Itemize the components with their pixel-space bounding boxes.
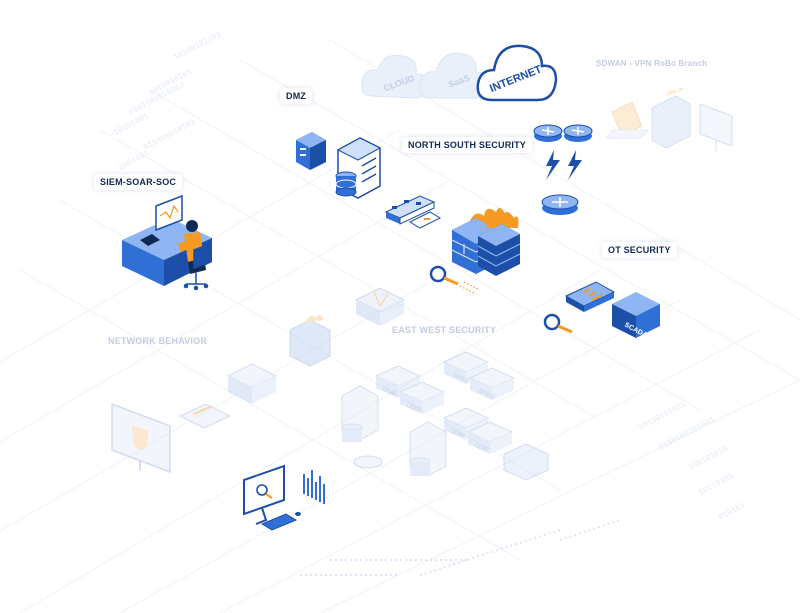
north-south-security-label: NORTH SOUTH SECURITY — [402, 137, 533, 153]
dotted-lines — [300, 519, 621, 576]
network-behavior-group — [111, 363, 278, 474]
svg-text:1001011: 1001011 — [117, 149, 151, 173]
east-west-gateway-icon — [354, 287, 406, 326]
leaf-label-1: LEAF — [381, 386, 397, 398]
router-icon-1 — [533, 124, 563, 142]
keyboard-icon — [260, 513, 298, 531]
database-icon — [335, 171, 357, 197]
soc-operator-desk — [122, 194, 212, 291]
dmz-label: DMZ — [280, 88, 313, 104]
leaf-switch-icon-2: LEAF — [398, 381, 446, 414]
router-icon-2 — [563, 124, 593, 142]
svg-text:011010010101: 011010010101 — [142, 118, 197, 153]
small-switch-icon — [408, 211, 442, 229]
internet-cloud-icon: INTERNET — [476, 44, 558, 102]
soc-monitor-icon — [155, 194, 183, 232]
ot-security-label: OT SECURITY — [602, 242, 677, 258]
branch-firewall-icon — [651, 87, 691, 149]
east-west-security-label: EAST WEST SECURITY — [392, 325, 497, 335]
datacenter-fabric: SPINE SPINE LEAF LEAF LEAF — [341, 351, 549, 481]
saas-cloud-icon: SaaS — [419, 52, 489, 99]
svg-text:10110101: 10110101 — [697, 472, 735, 498]
ot-magnifier-icon — [543, 313, 573, 334]
network-behavior-label: NETWORK BEHAVIOR — [108, 336, 208, 346]
bar-graph-icon — [303, 470, 325, 504]
leaf-switch-icon-3: LEAF — [442, 407, 490, 440]
binary-pattern-right: 10100101011 0110100101001 100101010 1011… — [637, 400, 747, 523]
core-router-icon — [541, 194, 579, 215]
leaf-label-2: LEAF — [405, 402, 421, 414]
firewall-icon — [451, 207, 521, 276]
datacenter-server-icon-1 — [341, 385, 379, 442]
appliance-icon — [226, 363, 278, 404]
shield-monitor-icon — [111, 402, 171, 474]
svg-text:0110100101001: 0110100101001 — [657, 415, 717, 452]
sdwan-branch-group — [604, 87, 733, 152]
svg-text:10100101101: 10100101101 — [172, 30, 223, 63]
micro-firewall-icon — [289, 314, 331, 367]
sensor-icon — [178, 403, 232, 429]
network-switch-icon — [384, 195, 436, 225]
svg-text:100101010: 100101010 — [687, 444, 730, 472]
dmz-server-group — [296, 132, 382, 199]
ot-controller-icon — [564, 281, 616, 312]
branch-laptop-icon — [604, 101, 650, 139]
binary-pattern-left: 1010010101 0101101010011 10101001 011010… — [112, 30, 223, 173]
analyst-workstation — [243, 464, 325, 531]
cloud-icon: CLOUD — [361, 54, 429, 99]
office-chair-icon — [183, 242, 211, 291]
leaf-label-3: LEAF — [449, 428, 465, 440]
spine-switch-icon: SPINE — [442, 351, 490, 385]
dotted-arrows — [459, 281, 481, 295]
scada-device-icon: SCADA — [612, 292, 660, 339]
svg-text:010101: 010101 — [717, 501, 747, 523]
storage-disk-icon — [353, 455, 383, 469]
storage-array-icon — [503, 443, 549, 481]
leaf-label-4: LEAF — [473, 442, 489, 454]
datacenter-server-icon-2 — [409, 421, 447, 477]
mouse-icon — [295, 512, 301, 516]
leaf-switch-icon-4: LEAF — [466, 421, 514, 454]
analyst-monitor-icon — [243, 464, 285, 525]
operator-person-icon — [178, 220, 206, 274]
siem-soar-soc-label: SIEM-SOAR-SOC — [94, 174, 183, 190]
lightning-icon — [546, 150, 582, 180]
magnifier-icon — [429, 265, 459, 286]
small-server-icon — [296, 132, 326, 170]
desk-device-icon — [140, 234, 160, 246]
sdwan-label: SDWAN - VPN RoBo Branch — [596, 59, 708, 68]
leaf-switch-icon-1: LEAF — [374, 365, 422, 398]
branch-monitor-icon — [699, 103, 733, 152]
svg-text:10100101011: 10100101011 — [637, 400, 688, 433]
